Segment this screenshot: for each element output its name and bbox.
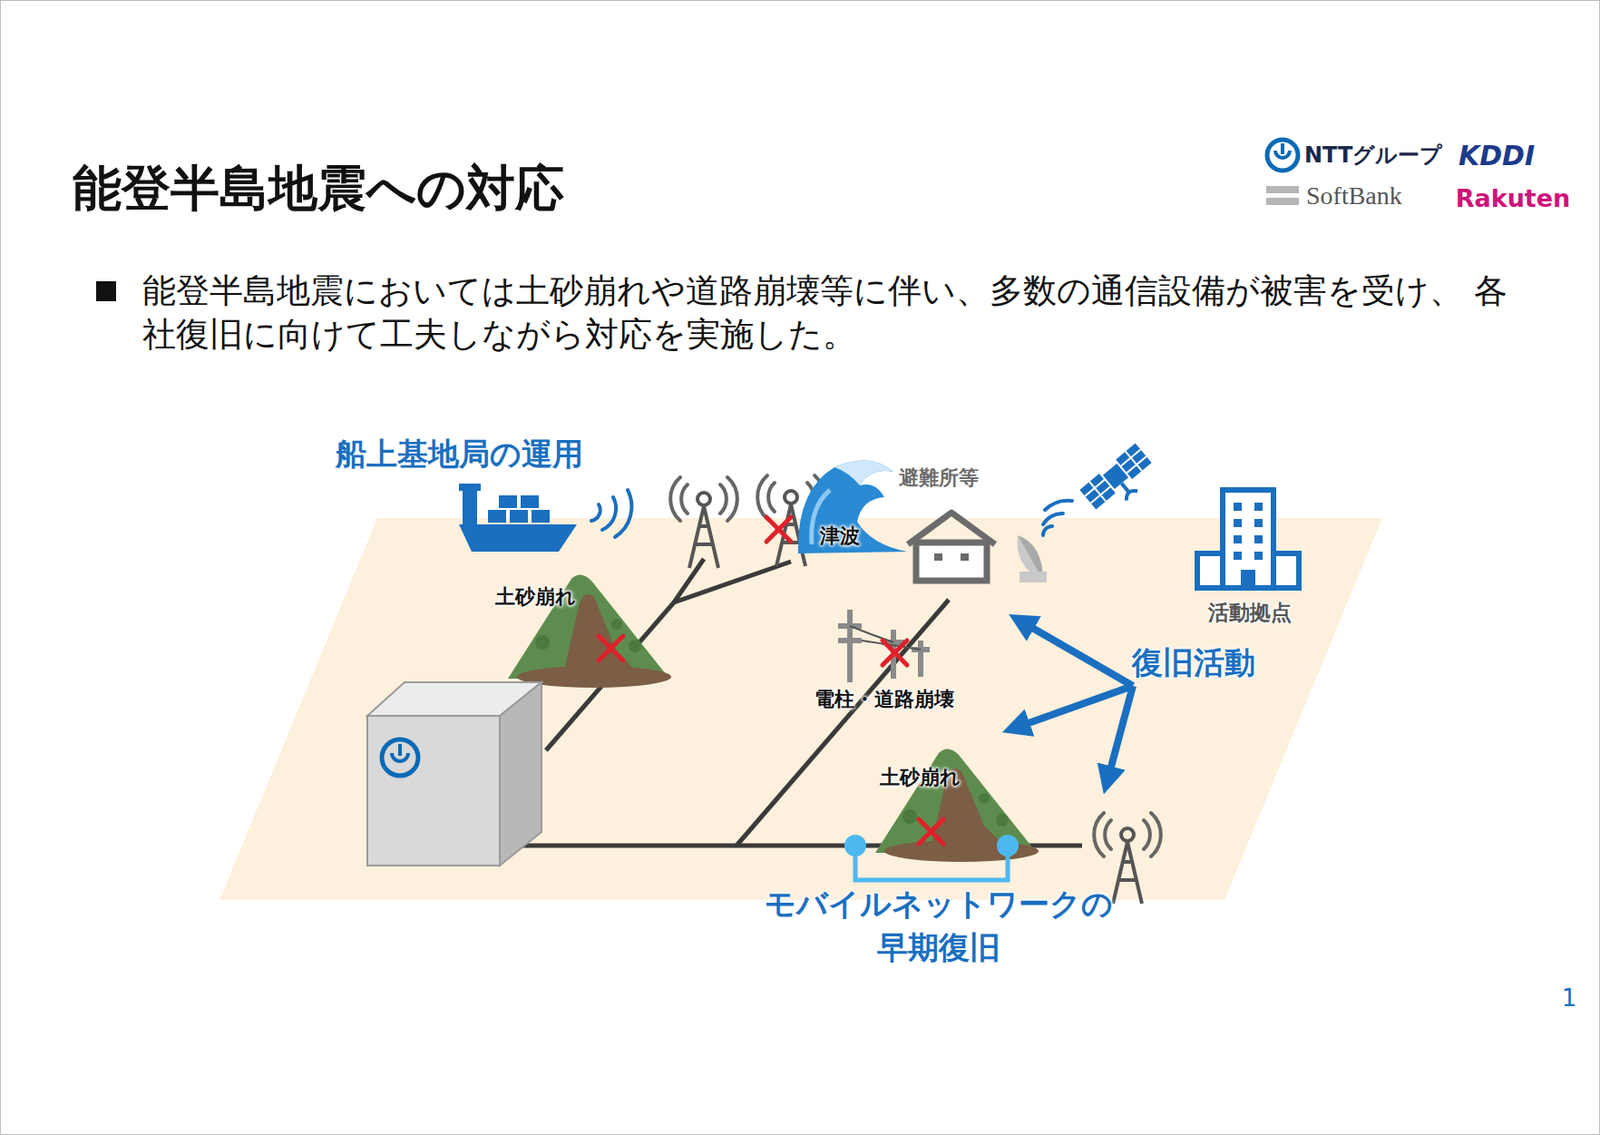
callout-label: モバイルネットワークの 早期復旧	[730, 881, 1148, 969]
tsunami-wave	[798, 460, 908, 554]
utility-poles	[838, 609, 930, 683]
company-logo: KDDI	[1458, 139, 1535, 172]
callout-label: 復旧活動	[1131, 642, 1256, 684]
shelter-house	[907, 512, 996, 581]
softbank-logo-mark	[1266, 185, 1299, 205]
place-label: 避難所等	[898, 464, 979, 492]
bullet-text: 能登半島地震においては土砂崩れや道路崩壊等に伴い、多数の通信設備が被害を受け、 …	[142, 269, 1513, 357]
damage-label: 電柱・道路崩壊	[814, 685, 955, 713]
central-office-building	[367, 682, 542, 866]
activity-base-building	[1197, 489, 1299, 588]
place-label: 活動拠点	[1208, 598, 1292, 627]
bullet-square	[96, 281, 117, 302]
satellite-dish	[1017, 500, 1073, 583]
bypass-bracket	[844, 834, 1019, 880]
satellite	[1079, 443, 1160, 520]
ntt-logo-mark	[1267, 139, 1298, 171]
callout-label: 船上基地局の運用	[335, 433, 584, 476]
restoration-arrows	[1015, 621, 1133, 781]
company-logo: Rakuten	[1455, 184, 1571, 213]
damage-label: 土砂崩れ	[495, 583, 576, 611]
company-logo: SoftBank	[1306, 181, 1403, 211]
page-title: 能登半島地震への対応	[72, 156, 565, 223]
company-logo: NTTグループ	[1304, 140, 1443, 170]
page-number: 1	[1561, 984, 1578, 1012]
damage-label: 津波	[819, 522, 860, 550]
damage-label: 土砂崩れ	[879, 763, 961, 791]
ground-area	[219, 517, 1383, 900]
damage-cross	[598, 517, 944, 844]
landslide-mountain	[875, 748, 1039, 862]
ship	[458, 483, 632, 552]
antenna-tower	[670, 477, 738, 568]
